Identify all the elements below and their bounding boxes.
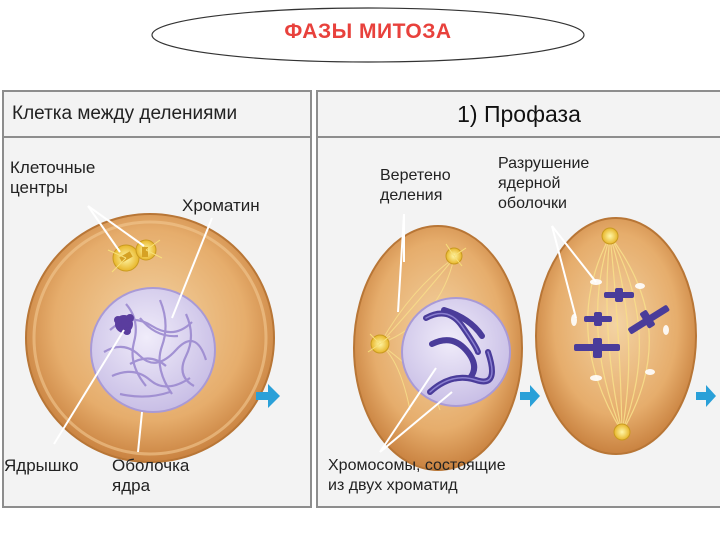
nucleolus <box>114 314 134 335</box>
title-oval <box>151 7 585 63</box>
next-arrow-1 <box>256 384 280 408</box>
interphase-leader-lines <box>53 205 213 453</box>
interphase-heading: Клетка между делениями <box>4 92 310 138</box>
label-envelope-breakdown: Разрушение ядерной оболочки <box>498 154 589 214</box>
chromatin-network <box>103 299 208 398</box>
prophase-heading: 1) Профаза <box>318 92 720 138</box>
label-cell-centers-line2: центры <box>10 178 68 197</box>
label-envelope-breakdown-line3: оболочки <box>498 195 567 212</box>
label-spindle-line1: Веретено <box>380 167 451 184</box>
label-nucleolus: Ядрышко <box>4 456 79 475</box>
label-chromosomes: Хромосомы, состоящие из двух хроматид <box>328 456 506 496</box>
page-title: ФАЗЫ МИТОЗА <box>284 20 452 43</box>
centrosome-top <box>445 243 467 267</box>
next-arrow-3 <box>696 385 716 407</box>
nuclear-envelope-fragments <box>571 279 669 381</box>
label-nuclear-envelope-line2: ядра <box>112 476 151 495</box>
interphase-cell <box>25 213 275 463</box>
label-chromosomes-line2: из двух хроматид <box>328 477 458 494</box>
late-prophase-cell <box>535 217 697 455</box>
label-chromatin: Хроматин <box>182 196 260 215</box>
pole-top-centrosome <box>601 227 619 245</box>
next-arrow-2 <box>520 385 540 407</box>
label-envelope-breakdown-line1: Разрушение <box>498 155 590 172</box>
pole-bottom-centrosome <box>613 423 631 441</box>
label-chromosomes-line1: Хромосомы, состоящие <box>328 457 506 474</box>
early-prophase-cell <box>353 225 523 471</box>
label-nuclear-envelope: Оболочка ядра <box>112 456 189 496</box>
interphase-nucleus <box>90 287 216 413</box>
label-cell-centers: Клеточные центры <box>10 158 95 198</box>
label-nuclear-envelope-line1: Оболочка <box>112 456 190 475</box>
x-chromosomes <box>574 288 670 358</box>
label-spindle-line2: деления <box>380 187 443 204</box>
label-envelope-breakdown-line2: ядерной <box>498 175 561 192</box>
prophase-leader-lines <box>379 213 597 453</box>
centrosome-left <box>367 333 391 354</box>
mitotic-spindle <box>587 235 650 433</box>
label-spindle: Веретено деления <box>380 166 451 206</box>
label-cell-centers-line1: Клеточные <box>10 158 96 177</box>
